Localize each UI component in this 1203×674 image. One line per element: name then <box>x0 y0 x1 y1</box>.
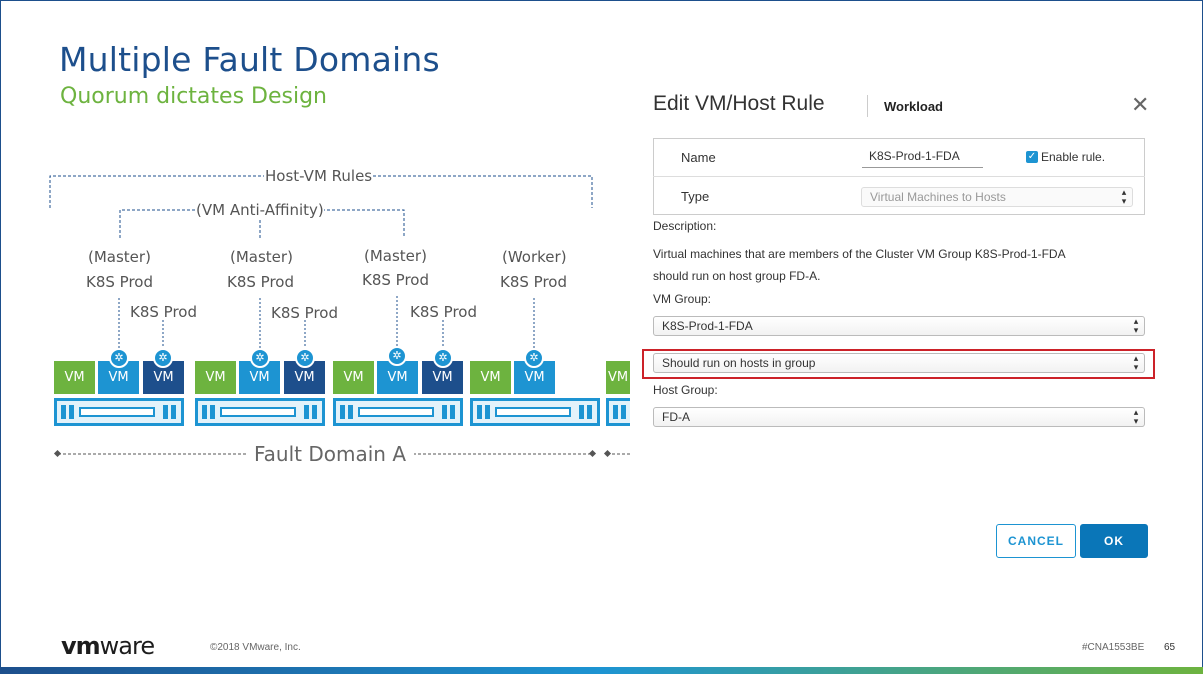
type-select: Virtual Machines to Hosts ▴▾ <box>861 187 1133 207</box>
group-prod-label: K8S Prod <box>130 303 197 321</box>
group-prod-label: K8S Prod <box>227 273 294 291</box>
kubernetes-icon: ✲ <box>153 348 173 368</box>
group-prod-label: K8S Prod <box>362 271 429 289</box>
fault-domain-label: Fault Domain A <box>246 442 415 466</box>
name-label: Name <box>681 150 716 165</box>
vm-box: VM <box>284 361 325 394</box>
kubernetes-icon: ✲ <box>250 348 270 368</box>
cancel-button[interactable]: CANCEL <box>996 524 1076 558</box>
rule-type-select[interactable]: Should run on hosts in group ▴▾ <box>653 353 1145 373</box>
group-prod-label: K8S Prod <box>500 273 567 291</box>
title-separator <box>867 95 868 117</box>
host-group-select[interactable]: FD-A ▴▾ <box>653 407 1145 427</box>
logo-ware: ware <box>99 632 155 660</box>
server-icon <box>195 398 325 426</box>
vm-box: VM <box>606 361 630 394</box>
vm-group-select[interactable]: K8S-Prod-1-FDA ▴▾ <box>653 316 1145 336</box>
vm-box: VM <box>98 361 139 394</box>
session-hashtag: #CNA1553BE <box>1082 642 1145 653</box>
vm-box: VM <box>54 361 95 394</box>
group-prod-label: K8S Prod <box>271 304 338 322</box>
type-label: Type <box>681 189 710 204</box>
description-text-line1: Virtual machines that are members of the… <box>653 247 1066 261</box>
select-arrows-icon: ▴▾ <box>1133 407 1139 426</box>
vm-box: VM <box>239 361 280 394</box>
vm-group-select-value: K8S-Prod-1-FDA <box>662 319 753 333</box>
kubernetes-icon: ✲ <box>295 348 315 368</box>
logo-vm: vm <box>61 632 101 660</box>
form-row-divider <box>653 176 1145 177</box>
kubernetes-icon: ✲ <box>109 348 129 368</box>
vm-box: VM <box>514 361 555 394</box>
footer-gradient-bar <box>0 667 1203 674</box>
vm-box: VM <box>377 361 418 394</box>
group-role: (Master) <box>364 247 427 265</box>
ok-button[interactable]: OK <box>1080 524 1148 558</box>
page-number: 65 <box>1164 642 1176 653</box>
rule-type-select-value: Should run on hosts in group <box>662 356 816 370</box>
kubernetes-icon: ✲ <box>387 346 407 366</box>
select-arrows-icon: ▴▾ <box>1133 353 1139 372</box>
vm-group-label: VM Group: <box>653 292 712 306</box>
copyright-text: ©2018 VMware, Inc. <box>210 642 301 653</box>
group-role: (Master) <box>230 248 293 266</box>
select-arrows-icon: ▴▾ <box>1121 187 1127 206</box>
kubernetes-icon: ✲ <box>433 348 453 368</box>
group-role: (Master) <box>88 248 151 266</box>
vm-box: VM <box>470 361 511 394</box>
host-vm-rules-label: Host-VM Rules <box>264 167 374 185</box>
close-icon[interactable]: ✕ <box>1131 92 1150 117</box>
vmware-logo: vmware <box>61 632 155 660</box>
server-icon <box>606 398 630 426</box>
vm-box: VM <box>333 361 374 394</box>
rule-highlight-box <box>642 349 1155 379</box>
kubernetes-icon: ✲ <box>524 348 544 368</box>
dialog-title: Edit VM/Host Rule <box>653 92 825 115</box>
vm-box: VM <box>195 361 236 394</box>
group-prod-label: K8S Prod <box>86 273 153 291</box>
enable-rule-checkbox[interactable]: ✓ <box>1026 151 1038 163</box>
enable-rule-label: Enable rule. <box>1041 150 1106 164</box>
select-arrows-icon: ▴▾ <box>1133 316 1139 335</box>
description-label: Description: <box>653 219 717 233</box>
type-select-value: Virtual Machines to Hosts <box>870 190 1006 204</box>
name-input[interactable] <box>862 145 983 168</box>
host-group-label: Host Group: <box>653 383 718 397</box>
dialog-subtitle: Workload <box>884 99 943 114</box>
server-icon <box>333 398 463 426</box>
slide-title: Multiple Fault Domains <box>59 40 440 79</box>
server-icon <box>54 398 184 426</box>
slide-subtitle: Quorum dictates Design <box>60 84 327 109</box>
group-role: (Worker) <box>502 248 567 266</box>
group-prod-label: K8S Prod <box>410 303 477 321</box>
server-icon <box>470 398 600 426</box>
description-text-line2: should run on host group FD-A. <box>653 269 821 283</box>
host-group-select-value: FD-A <box>662 410 690 424</box>
anti-affinity-label: (VM Anti-Affinity) <box>196 201 324 219</box>
